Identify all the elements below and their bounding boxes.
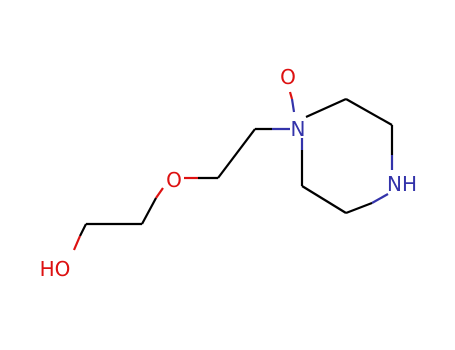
- oxide-oxygen-label: O: [280, 65, 296, 89]
- ring-bond-c5-c6: [301, 185, 347, 214]
- hydroxyl-label: HO: [40, 257, 71, 281]
- chain-bond-o-c: [141, 197, 157, 225]
- ring-bond-n1-c2: [305, 97, 347, 119]
- n-oxide-nitrogen-label: N: [291, 117, 306, 141]
- ring-bond-n4-c5-n: [371, 193, 389, 204]
- ether-oxygen-label: O: [166, 168, 182, 192]
- chain-bond-c-oh-o: [72, 235, 82, 251]
- n-oxide-bond-n-half: [290, 98, 296, 113]
- chain-bond-o-c-o: [155, 187, 164, 199]
- ring-bond-n4-c5: [345, 201, 373, 215]
- amine-nh-label: NH: [387, 172, 417, 196]
- chain-bond-c-c: [217, 128, 256, 179]
- ring-bond-c2-c3: [345, 98, 393, 126]
- chain-bond-c-oh: [79, 223, 87, 237]
- n-oxide-bond-o-half: [288, 91, 294, 100]
